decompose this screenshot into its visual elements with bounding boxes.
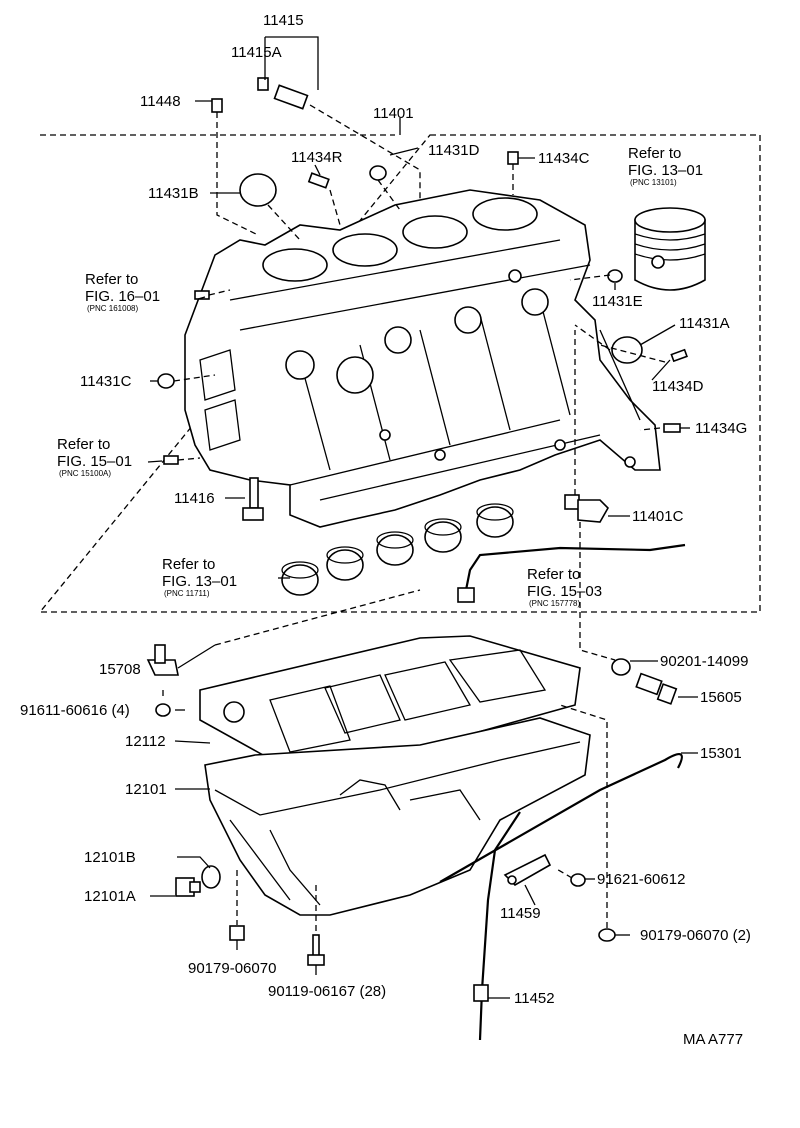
label-90119: 90119-06167 (28) <box>268 983 386 1000</box>
bolt-90179 <box>229 925 245 941</box>
oil-pan-gasket <box>199 635 581 771</box>
refer-fig-13-01-bearings: Refer to FIG. 13–01 (PNC 11711) <box>162 556 237 598</box>
oil-tube-end <box>457 587 475 603</box>
nut-91621 <box>570 873 586 887</box>
refer-fig-16-01: Refer to FIG. 16–01 (PNC 161008) <box>85 271 160 313</box>
nut-91611 <box>155 703 171 717</box>
label-11459: 11459 <box>500 905 541 922</box>
label-15301: 15301 <box>700 745 742 762</box>
refer-line1: Refer to <box>527 566 580 583</box>
label-12101: 12101 <box>125 781 167 798</box>
cylinder-block <box>184 189 661 528</box>
bolt-11416 <box>242 477 264 521</box>
union-11401C <box>564 494 609 523</box>
label-11431B: 11431B <box>148 185 199 202</box>
pin-11434R <box>307 172 330 189</box>
dipstick <box>439 753 683 883</box>
label-11434R: 11434R <box>291 149 343 166</box>
label-11401C: 11401C <box>632 508 684 525</box>
refer-pnc: (PNC 13101) <box>630 178 677 187</box>
label-11431D: 11431D <box>428 142 480 159</box>
pin-11434G <box>663 423 681 433</box>
bracket-15708 <box>146 644 179 676</box>
refer-line1: Refer to <box>162 556 215 573</box>
refer-line2: FIG. 15–01 <box>57 453 132 470</box>
label-12101B: 12101B <box>84 849 136 866</box>
refer-pnc: (PNC 157778) <box>529 599 580 608</box>
dipstick-guide <box>478 811 521 1041</box>
label-11448: 11448 <box>140 93 181 110</box>
dipstick-guide-end <box>473 984 489 1002</box>
piston <box>634 207 706 291</box>
refer-line1: Refer to <box>628 145 681 162</box>
plug-11431D <box>369 165 387 181</box>
label-90179-2: 90179-06070 (2) <box>640 927 751 944</box>
refer-fig-15-03: Refer to FIG. 15–03 (PNC 157778) <box>527 566 602 608</box>
refer-line1: Refer to <box>57 436 110 453</box>
label-15708: 15708 <box>99 661 141 678</box>
drain-plug-12101A <box>175 877 201 897</box>
plug-11431E <box>607 269 623 283</box>
label-91621: 91621-60612 <box>597 871 685 888</box>
oil-tube <box>463 543 686 596</box>
refer-line1: Refer to <box>85 271 138 288</box>
label-12101A: 12101A <box>84 888 136 905</box>
bracket-11459 <box>503 853 552 886</box>
label-11431E: 11431E <box>592 293 643 310</box>
gasket-90201 <box>611 658 631 676</box>
refer-fig-15-01: Refer to FIG. 15–01 (PNC 15100A) <box>57 436 132 478</box>
label-11416: 11416 <box>174 490 215 507</box>
refer-pnc: (PNC 15100A) <box>59 469 111 478</box>
label-11434G: 11434G <box>695 420 747 437</box>
seal-11431A <box>611 336 643 364</box>
label-11434D: 11434D <box>652 378 704 395</box>
bolt-90119 <box>307 934 325 966</box>
diagram-code: MA A777 <box>683 1031 743 1048</box>
oil-pan <box>204 717 591 916</box>
refer-pnc: (PNC 161008) <box>87 304 138 313</box>
label-11401: 11401 <box>373 105 414 122</box>
label-11431A: 11431A <box>679 315 730 332</box>
refer-fig-13-01-piston: Refer to FIG. 13–01 (PNC 13101) <box>628 145 703 187</box>
plug-11431B <box>239 173 277 207</box>
pin-fig15 <box>163 455 179 465</box>
label-11415A: 11415A <box>231 44 282 61</box>
label-11415: 11415 <box>263 12 304 29</box>
oil-pressure-switch <box>257 77 309 110</box>
nut-90179-2 <box>598 928 616 942</box>
label-90201: 90201-14099 <box>660 653 748 670</box>
label-91611: 91611-60616 (4) <box>20 702 130 719</box>
refer-line2: FIG. 13–01 <box>628 162 703 179</box>
leader-lines <box>150 36 698 999</box>
pin-11434D <box>670 348 688 363</box>
main-bearings <box>281 503 514 596</box>
plug-11431C <box>157 373 175 389</box>
label-12112: 12112 <box>125 733 166 750</box>
assembly-boundary-box <box>38 134 761 613</box>
plug-15605 <box>635 672 678 705</box>
refer-line2: FIG. 16–01 <box>85 288 160 305</box>
refer-line2: FIG. 15–03 <box>527 583 602 600</box>
label-11431C: 11431C <box>80 373 132 390</box>
pin-11434C <box>507 151 519 165</box>
drain-gasket-12101B <box>201 865 221 889</box>
label-11434C: 11434C <box>538 150 590 167</box>
refer-pnc: (PNC 11711) <box>164 589 210 598</box>
label-11452: 11452 <box>514 990 555 1007</box>
plug-11448 <box>211 98 223 113</box>
refer-line2: FIG. 13–01 <box>162 573 237 590</box>
label-15605: 15605 <box>700 689 742 706</box>
label-90179: 90179-06070 <box>188 960 276 977</box>
